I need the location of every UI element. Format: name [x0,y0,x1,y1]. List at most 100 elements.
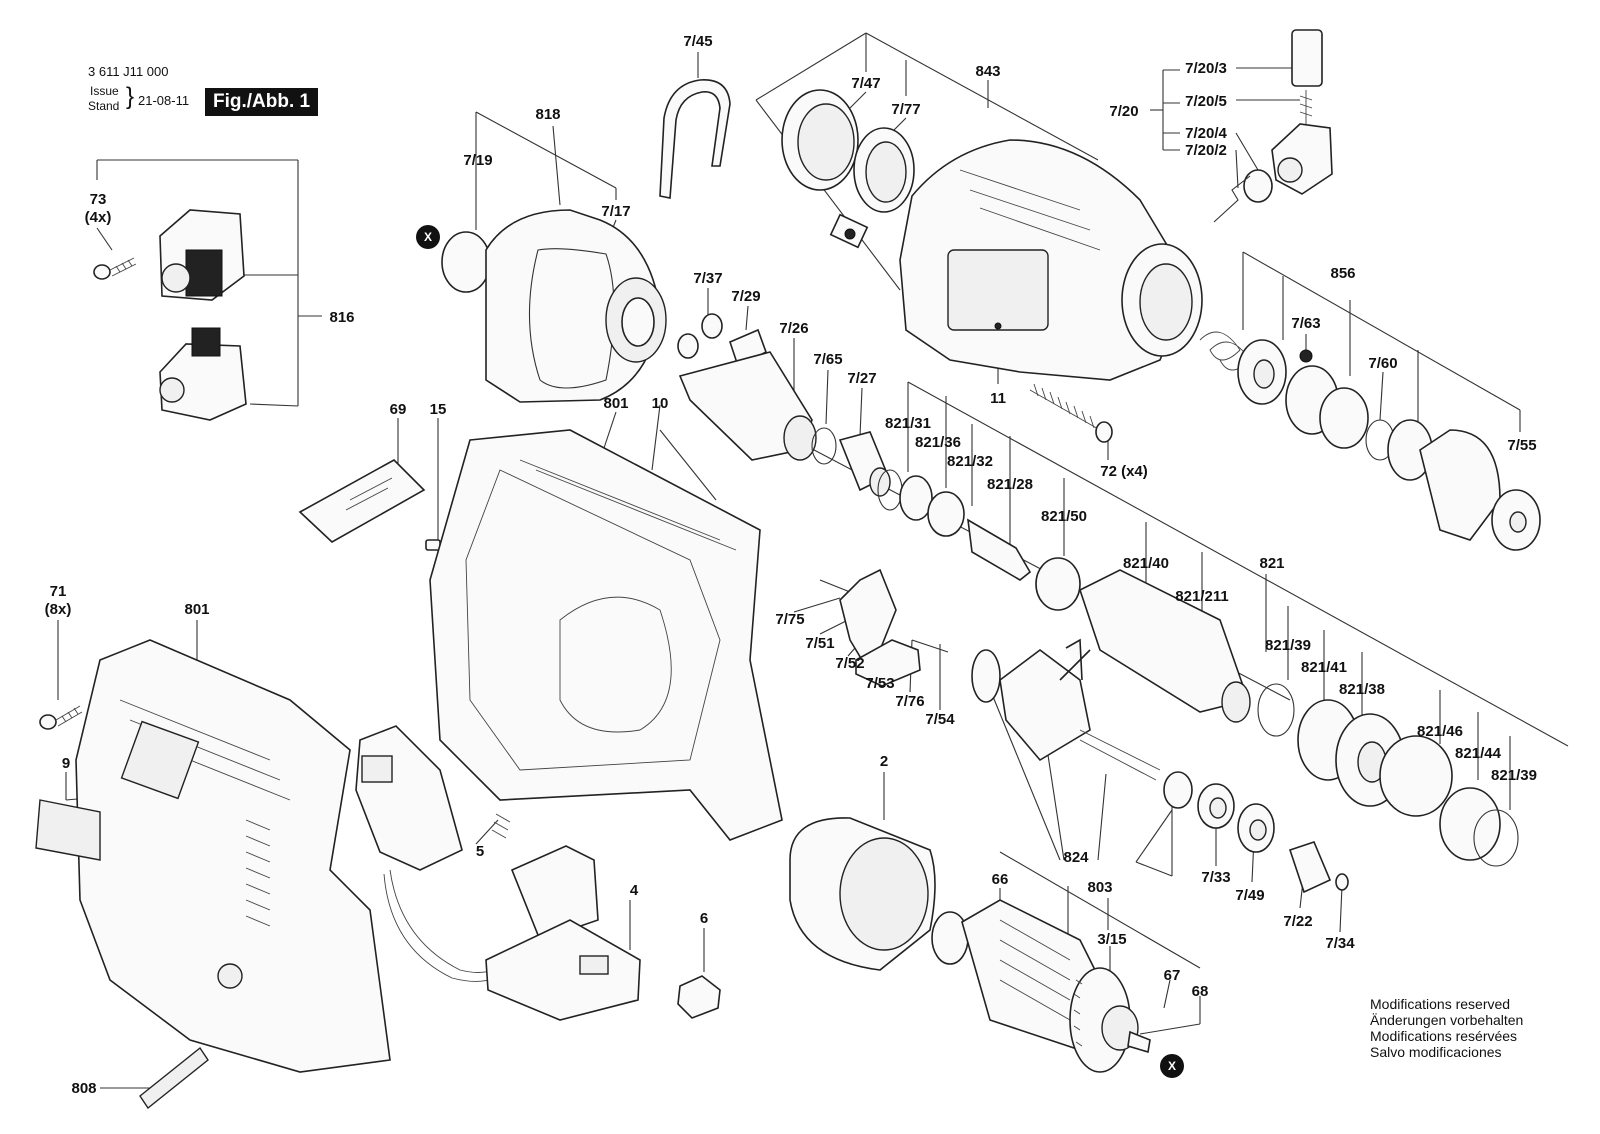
part-dust-cap [781,89,915,213]
label-7-65: 7/65 [813,351,842,368]
part-piston-parts [677,313,817,461]
label-7-75: 7/75 [775,611,804,628]
label-821-31: 821/31 [885,415,931,432]
label-801-right: 801 [603,395,628,412]
label-7-29: 7/29 [731,288,760,305]
label-7-27: 7/27 [847,370,876,387]
grease-symbol-icon [829,213,869,249]
label-821-39-top: 821/39 [1265,637,1311,654]
label-801-left: 801 [184,601,209,618]
label-821-36: 821/36 [915,434,961,451]
label-71: 71 [50,583,67,600]
label-821-40: 821/40 [1123,555,1169,572]
label-856: 856 [1330,265,1355,282]
label-7-22: 7/22 [1283,913,1312,930]
note-fr: Modifications resérvées [1370,1028,1518,1044]
x-marker-right-text: X [1168,1059,1176,1073]
note-es: Salvo modificaciones [1370,1044,1502,1060]
part-label-808 [139,1046,209,1110]
x-marker-right: X [1160,1054,1184,1078]
label-7-63: 7/63 [1291,315,1320,332]
label-10: 10 [652,395,669,412]
part-piston [811,427,891,497]
part-housing-half-right [429,429,783,841]
label-7-20-5: 7/20/5 [1185,93,1227,110]
part-brush-plate [159,209,247,421]
part-screw-71 [39,705,83,730]
label-6: 6 [700,910,708,927]
issue-brace: } [126,83,135,110]
x-marker-left-text: X [424,230,432,244]
label-821-39-bottom: 821/39 [1491,767,1537,784]
label-821-32: 821/32 [947,453,993,470]
part-stator [789,817,936,971]
label-7-20-4: 7/20/4 [1185,125,1227,142]
label-7-77: 7/77 [891,101,920,118]
label-7-51: 7/51 [805,635,834,652]
label-843: 843 [975,63,1000,80]
part-electronics-module [485,845,641,1021]
label-66: 66 [992,871,1009,888]
part-label-69 [298,459,426,543]
part-spindle-gear [971,638,1193,809]
label-5: 5 [476,843,484,860]
label-7-20: 7/20 [1109,103,1138,120]
label-15: 15 [430,401,447,418]
label-7-26: 7/26 [779,320,808,337]
label-9: 9 [62,755,70,772]
label-803: 803 [1087,879,1112,896]
label-816: 816 [329,309,354,326]
label-7-47: 7/47 [851,75,880,92]
label-7-53: 7/53 [865,675,894,692]
part-gear-housing [899,139,1203,381]
part-clip-6 [677,975,721,1019]
label-68: 68 [1192,983,1209,1000]
issue-label: Issue [90,84,119,98]
part-pin-15 [425,539,441,551]
label-821-211: 821/211 [1175,588,1228,605]
label-73: 73 [90,191,107,208]
label-824: 824 [1063,849,1089,866]
part-housing-half-left [35,639,391,1073]
part-brush-holder [1213,29,1333,223]
label-7-33: 7/33 [1201,869,1230,886]
label-7-20-3: 7/20/3 [1185,60,1227,77]
part-clip [659,79,731,199]
label-7-52: 7/52 [835,655,864,672]
label-4: 4 [630,882,639,899]
label-7-34: 7/34 [1325,935,1355,952]
label-72: 72 (x4) [1100,463,1148,480]
label-2: 2 [880,753,888,770]
label-821: 821 [1259,555,1284,572]
label-3-15: 3/15 [1097,931,1126,948]
label-7-76: 7/76 [895,693,924,710]
part-impact-group [877,469,1519,867]
label-821-28: 821/28 [987,476,1033,493]
label-7-20-2: 7/20/2 [1185,142,1227,159]
part-bearing-flange [441,209,667,403]
label-7-37: 7/37 [693,270,722,287]
label-821-46: 821/46 [1417,723,1463,740]
label-11: 11 [990,390,1006,407]
label-808: 808 [71,1080,96,1097]
label-71-qty: (8x) [45,601,72,618]
part-bearings [1197,783,1349,894]
part-tool-holder [1199,331,1541,551]
label-7-45: 7/45 [683,33,712,50]
part-spring-11 [1029,383,1113,443]
note-en: Modifications reserved [1370,996,1511,1012]
label-7-54: 7/54 [925,711,955,728]
x-marker-left: X [416,225,440,249]
label-818: 818 [535,106,560,123]
label-821-41: 821/41 [1301,659,1347,676]
label-7-19: 7/19 [463,152,492,169]
label-7-60: 7/60 [1368,355,1397,372]
part-screw-73 [93,257,137,280]
modification-notes: Modifications reserved Änderungen vorbeh… [1370,996,1523,1060]
label-821-38: 821/38 [1339,681,1385,698]
label-7-49: 7/49 [1235,887,1264,904]
label-7-17: 7/17 [601,203,630,220]
label-821-50: 821/50 [1041,508,1087,525]
issue-date: 21-08-11 [138,93,190,108]
